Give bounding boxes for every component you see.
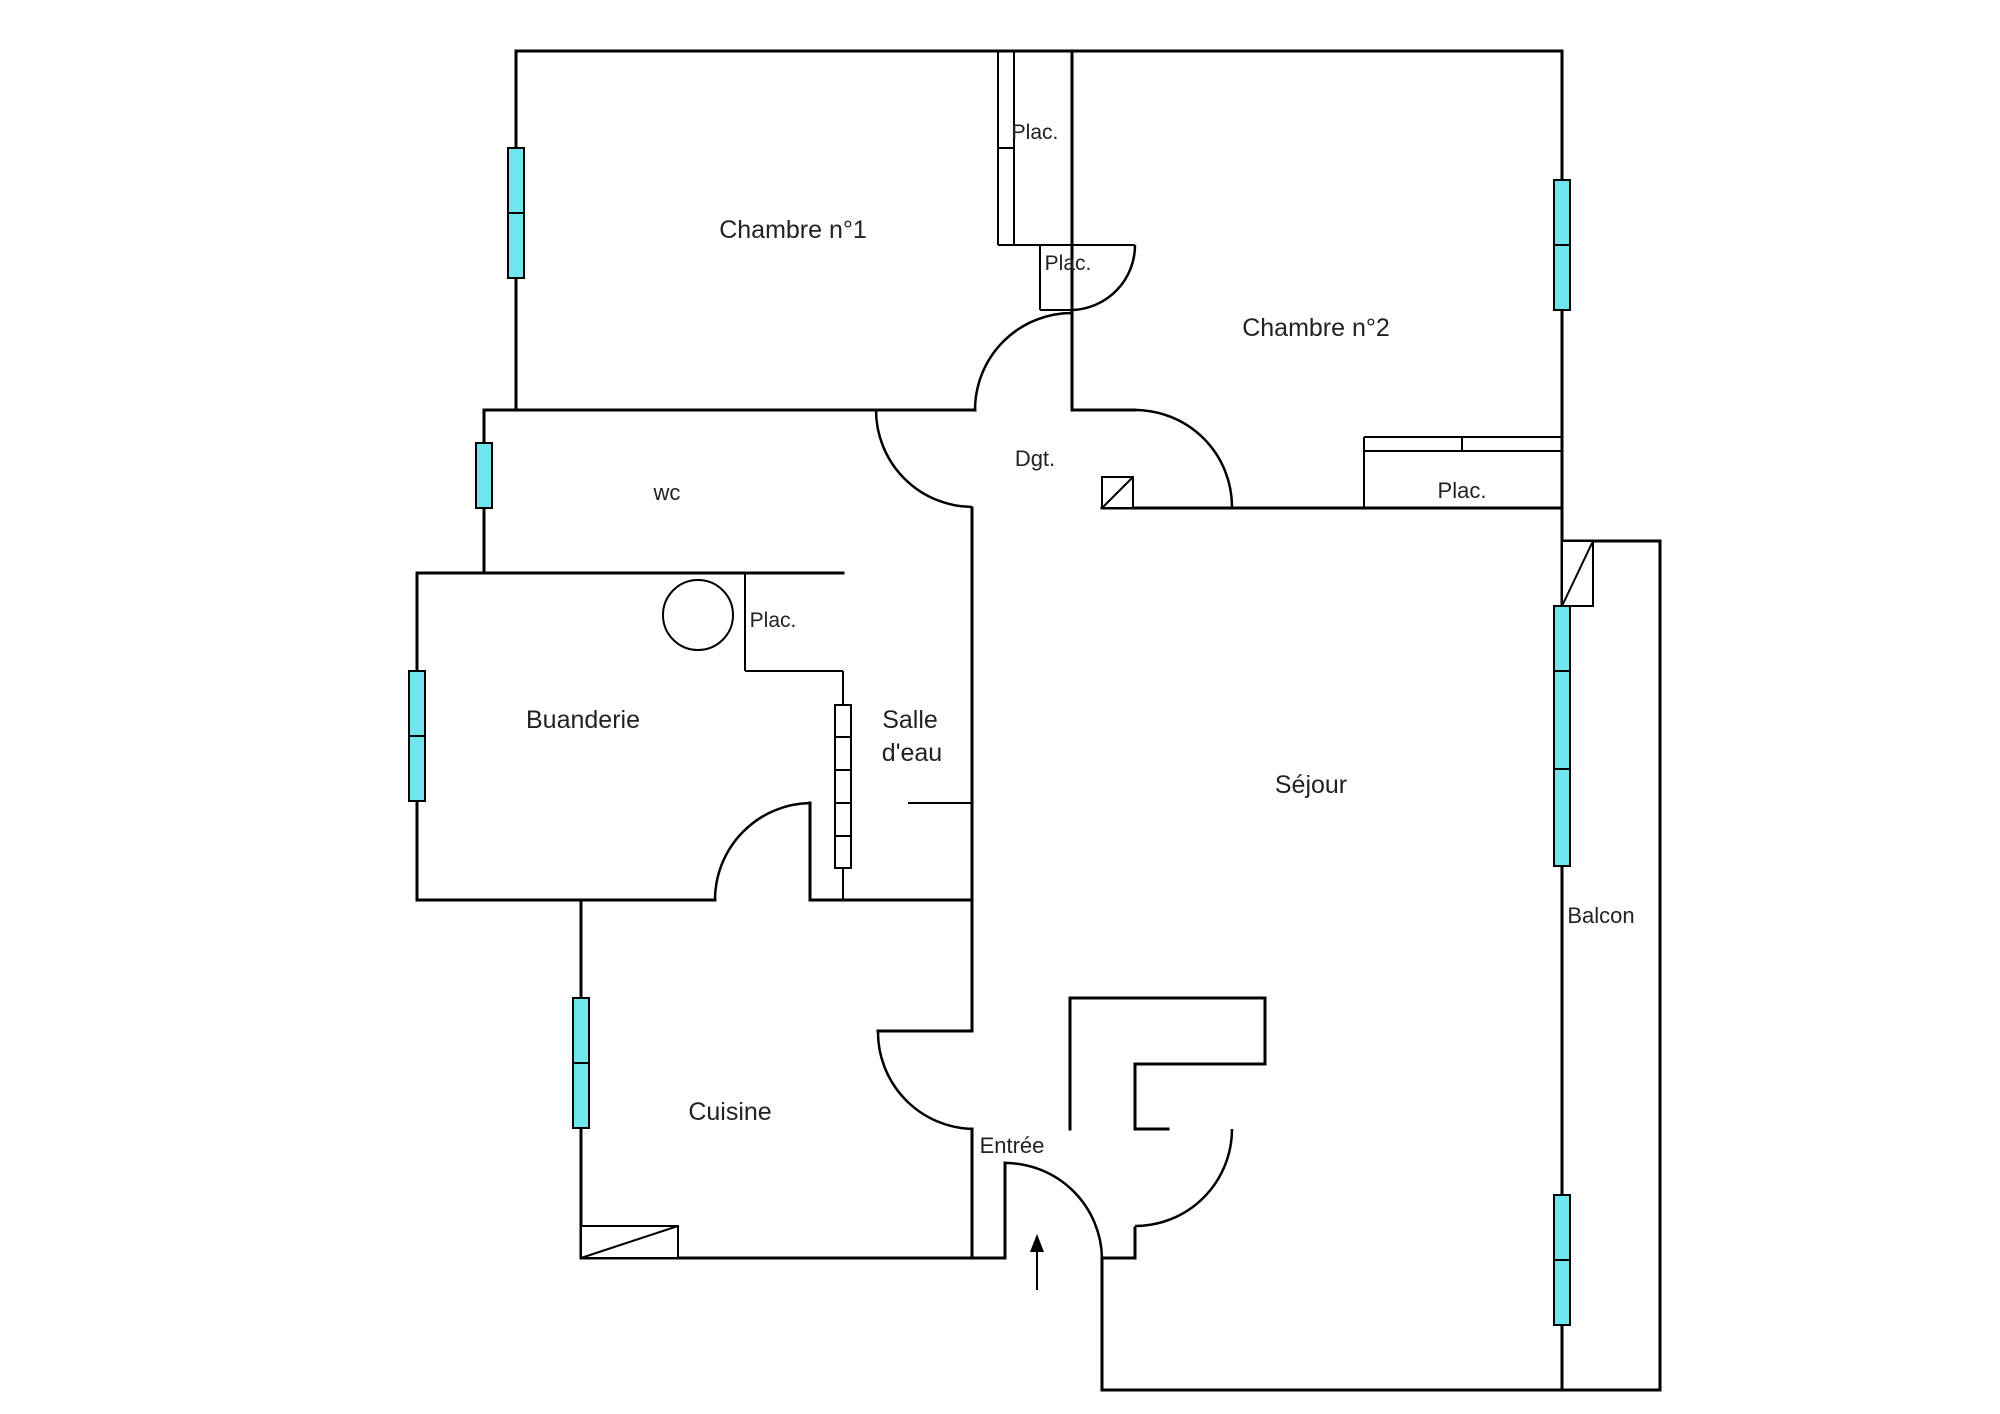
arrow-up-icon xyxy=(1030,1234,1044,1290)
door-chambre2 xyxy=(1134,408,1234,508)
label-chambre2: Chambre n°2 xyxy=(1242,314,1390,342)
label-balcon: Balcon xyxy=(1567,903,1634,928)
label-placard-chambre2: Plac. xyxy=(1438,478,1487,503)
label-degagement: Dgt. xyxy=(1015,446,1055,471)
label-sejour: Séjour xyxy=(1275,771,1347,799)
label-wc: wc xyxy=(653,480,681,505)
label-buanderie: Buanderie xyxy=(526,706,640,734)
duct-icon xyxy=(580,1225,679,1259)
door-wc xyxy=(874,409,973,509)
duct-icon xyxy=(1561,540,1594,607)
door-sejour-closet xyxy=(1134,1128,1234,1228)
doors xyxy=(713,244,1234,1259)
label-entree: Entrée xyxy=(980,1133,1045,1158)
boiler-icon xyxy=(662,579,734,651)
door-buanderie xyxy=(713,801,811,901)
label-salle-deau-2: d'eau xyxy=(882,739,942,767)
window-sejour-top xyxy=(1553,605,1571,867)
door-entree[interactable] xyxy=(1004,1161,1104,1259)
window-wc xyxy=(475,442,493,509)
radiator xyxy=(834,704,852,869)
label-placard-mid: Plac. xyxy=(1045,252,1092,275)
door-chambre1 xyxy=(973,311,1073,411)
label-chambre1: Chambre n°1 xyxy=(719,216,867,244)
label-placard-top: Plac. xyxy=(1012,121,1059,144)
duct-icon xyxy=(1101,476,1134,509)
sejour-closet xyxy=(1068,996,1267,1131)
label-salle-deau-1: Salle xyxy=(882,706,938,734)
door-cuisine xyxy=(876,1030,973,1131)
room-labels: Chambre n°1 Chambre n°2 Plac. Plac. wc D… xyxy=(526,121,1635,1158)
walls xyxy=(415,49,1662,1392)
label-placard-buanderie: Plac. xyxy=(750,609,797,632)
door-placard xyxy=(1071,244,1137,312)
label-cuisine: Cuisine xyxy=(688,1098,771,1126)
